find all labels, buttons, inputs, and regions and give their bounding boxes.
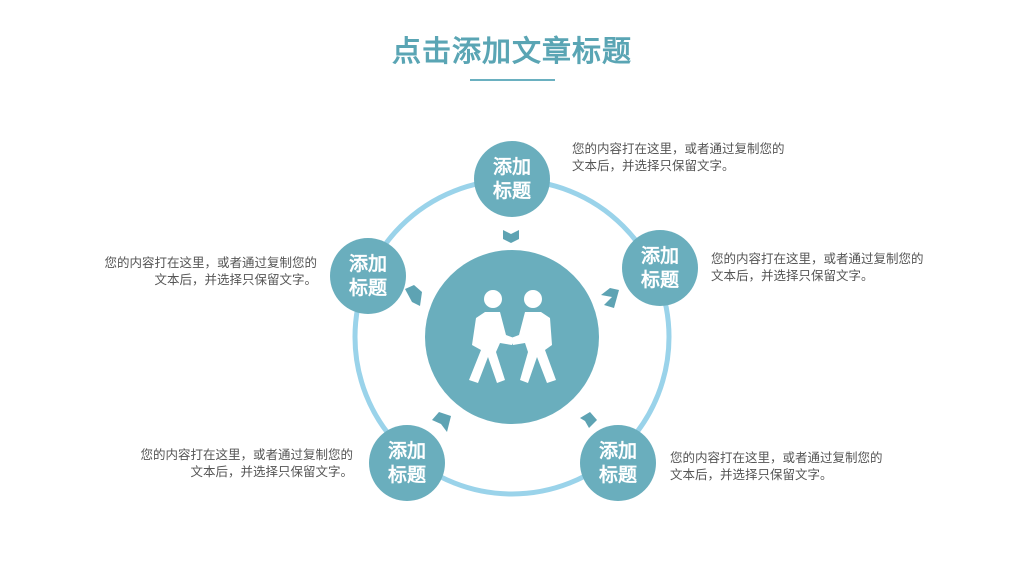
person-left-body (469, 312, 514, 383)
person-right-body (511, 312, 556, 383)
node-description-left-lower: 您的内容打在这里，或者通过复制您的 文本后，并选择只保留文字。 (140, 447, 353, 479)
node-description-right-lower: 您的内容打在这里，或者通过复制您的 文本后，并选择只保留文字。 (670, 450, 883, 482)
person-right-head (524, 290, 542, 308)
chevron-icon (503, 230, 519, 243)
node-description-left-upper: 您的内容打在这里，或者通过复制您的 文本后，并选择只保留文字。 (104, 255, 317, 287)
title-underline (470, 79, 555, 81)
node-circle-left-upper (330, 238, 406, 314)
node-circle-right-lower (580, 425, 656, 501)
node-label-right-lower: 添加 标题 (598, 440, 637, 486)
chevron-icon (580, 412, 597, 428)
node-circle-left-lower (369, 425, 445, 501)
chevron-icon (601, 288, 619, 308)
chevron-icon (405, 285, 422, 306)
handshake-people-icon (469, 290, 556, 383)
chevron-icon (432, 412, 451, 432)
center-circle (425, 250, 599, 424)
node-label-left-lower: 添加 标题 (387, 440, 426, 486)
person-left-head (484, 290, 502, 308)
node-circle-right-upper (622, 230, 698, 306)
node-circle-top (474, 141, 550, 217)
node-label-left-upper: 添加 标题 (348, 253, 387, 299)
node-label-top: 添加 标题 (492, 156, 531, 202)
node-label-right-upper: 添加 标题 (640, 245, 679, 291)
page-title: 点击添加文章标题 (391, 34, 632, 68)
node-description-right-upper: 您的内容打在这里，或者通过复制您的 文本后，并选择只保留文字。 (711, 251, 924, 283)
node-description-top: 您的内容打在这里，或者通过复制您的 文本后，并选择只保留文字。 (572, 141, 785, 173)
